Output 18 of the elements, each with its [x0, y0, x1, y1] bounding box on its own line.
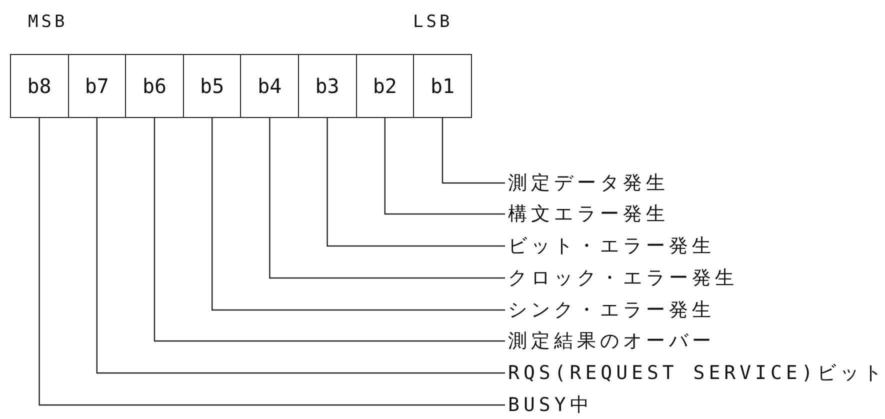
bit-cell: b8: [10, 54, 69, 118]
leader-line: [326, 118, 505, 247]
leader-line: [96, 118, 505, 374]
bit-cell: b2: [356, 54, 414, 118]
bit-order-label: MSB: [28, 12, 68, 32]
leader-line: [212, 118, 505, 311]
leader-line: [154, 118, 505, 342]
bit-cell: b6: [125, 54, 184, 118]
bit-cell: b4: [240, 54, 299, 118]
bit-cell: b7: [68, 54, 126, 118]
leader-line: [38, 118, 505, 406]
bit-cell: b1: [413, 54, 472, 118]
bit-cell: b3: [298, 54, 357, 118]
leader-line: [269, 118, 505, 279]
leader-line: [384, 118, 505, 215]
leader-line: [442, 118, 505, 184]
bit-order-label: LSB: [413, 12, 453, 32]
bit-cell: b5: [182, 54, 242, 118]
